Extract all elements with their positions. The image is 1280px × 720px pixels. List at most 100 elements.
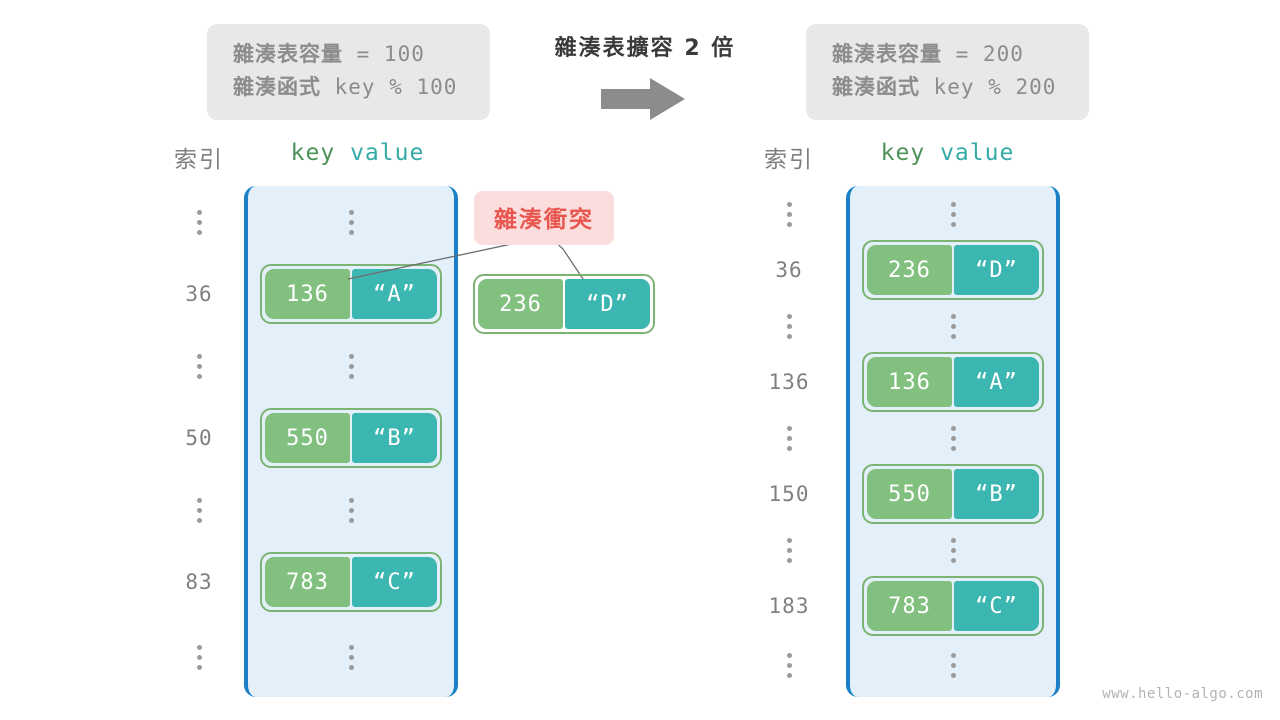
index-cell: 36: [185, 282, 213, 306]
index-cell: [750, 186, 828, 242]
hash-function-line-before: 雜湊函式 key % 100: [233, 71, 464, 104]
pair-value: “A”: [954, 357, 1039, 407]
bucket-row-empty: [248, 186, 454, 258]
bucket-row: 136“A”: [248, 258, 454, 330]
key-value-pair: 136“A”: [260, 264, 442, 324]
index-cell: 50: [185, 426, 213, 450]
capacity-label-after: 雜湊表容量: [832, 42, 942, 66]
hash-config-after: 雜湊表容量 = 200 雜湊函式 key % 200: [806, 24, 1089, 120]
bucket-row: 236“D”: [850, 240, 1056, 300]
capacity-line-before: 雜湊表容量 = 100: [233, 38, 464, 71]
index-column-header-before: 索引: [174, 147, 224, 173]
ellipsis-icon: [348, 497, 354, 523]
pair-value: “C”: [954, 581, 1039, 631]
ellipsis-icon: [348, 645, 354, 670]
ellipsis-icon: [950, 537, 956, 563]
pair-value: “D”: [954, 245, 1039, 295]
hash-function-value-after: key % 200: [920, 75, 1057, 99]
bucket-row-empty: [850, 298, 1056, 354]
pair-value: “C”: [352, 557, 437, 607]
capacity-line-after: 雜湊表容量 = 200: [832, 38, 1063, 71]
key-column-header-after: key: [880, 140, 926, 166]
ellipsis-icon: [950, 425, 956, 451]
capacity-value-before: = 100: [343, 42, 425, 66]
hash-function-label-after: 雜湊函式: [832, 75, 920, 99]
right-arrow-icon: [601, 78, 685, 120]
watermark: www.hello-algo.com: [1102, 686, 1263, 702]
bucket-row-empty: [850, 522, 1056, 578]
ellipsis-icon: [196, 209, 202, 235]
colliding-pair-key: 236: [478, 279, 563, 329]
bucket-row: 550“B”: [850, 464, 1056, 524]
pair-value: “B”: [352, 413, 437, 463]
bucket-array-after: 236“D” 136“A” 550“B” 783“C”: [846, 186, 1060, 697]
colliding-pair: 236 “D”: [473, 274, 655, 334]
bucket-array-before: 136“A” 550“B” 783“C”: [244, 186, 458, 697]
resize-caption: 雜湊表擴容 2 倍: [554, 36, 736, 61]
index-cell: [750, 298, 828, 354]
key-value-pair: 550“B”: [862, 464, 1044, 524]
bucket-row-empty: [850, 410, 1056, 466]
pair-key: 550: [265, 413, 350, 463]
pair-key: 783: [867, 581, 952, 631]
hash-config-before: 雜湊表容量 = 100 雜湊函式 key % 100: [207, 24, 490, 120]
table-header-before: 索引 key value: [160, 140, 470, 186]
index-cell: [750, 410, 828, 466]
bucket-row-empty: [850, 634, 1056, 697]
index-cell: [160, 618, 238, 697]
pair-key: 236: [867, 245, 952, 295]
bucket-row: 783“C”: [248, 546, 454, 618]
ellipsis-icon: [950, 201, 956, 227]
ellipsis-icon: [786, 201, 792, 227]
ellipsis-icon: [786, 425, 792, 451]
value-column-header-before: value: [350, 140, 425, 166]
bucket-row-empty: [248, 330, 454, 402]
ellipsis-icon: [786, 537, 792, 563]
pair-key: 136: [265, 269, 350, 319]
bucket-row: 550“B”: [248, 402, 454, 474]
ellipsis-icon: [196, 645, 202, 670]
ellipsis-icon: [950, 653, 956, 678]
pair-value: “A”: [352, 269, 437, 319]
capacity-label-before: 雜湊表容量: [233, 42, 343, 66]
key-value-pair: 550“B”: [260, 408, 442, 468]
bucket-row-empty: [248, 618, 454, 697]
key-value-pair: 136“A”: [862, 352, 1044, 412]
ellipsis-icon: [786, 653, 792, 678]
index-cell: [160, 474, 238, 546]
kv-column-header-after: key value: [835, 140, 1060, 166]
ellipsis-icon: [196, 353, 202, 379]
kv-column-header-before: key value: [245, 140, 470, 166]
colliding-pair-value: “D”: [565, 279, 650, 329]
ellipsis-icon: [196, 497, 202, 523]
index-cell: [750, 634, 828, 697]
key-value-pair: 783“C”: [862, 576, 1044, 636]
hash-function-label-before: 雜湊函式: [233, 75, 321, 99]
index-cell: 136: [768, 370, 810, 394]
ellipsis-icon: [786, 313, 792, 339]
index-cell: 183: [768, 594, 810, 618]
bucket-row-empty: [850, 186, 1056, 242]
bucket-row-empty: [248, 474, 454, 546]
index-cell: [750, 522, 828, 578]
table-header-after: 索引 key value: [750, 140, 1060, 186]
pair-key: 136: [867, 357, 952, 407]
key-value-pair: 783“C”: [260, 552, 442, 612]
hash-function-line-after: 雜湊函式 key % 200: [832, 71, 1063, 104]
pair-key: 550: [867, 469, 952, 519]
collision-badge: 雜湊衝突: [474, 191, 614, 245]
key-column-header-before: key: [290, 140, 336, 166]
ellipsis-icon: [348, 353, 354, 379]
value-column-header-after: value: [940, 140, 1015, 166]
index-column-header-after: 索引: [764, 147, 814, 173]
index-cell: [160, 186, 238, 258]
index-cell: 36: [775, 258, 803, 282]
key-value-pair: 236“D”: [862, 240, 1044, 300]
index-cell: [160, 330, 238, 402]
bucket-row: 783“C”: [850, 576, 1056, 636]
